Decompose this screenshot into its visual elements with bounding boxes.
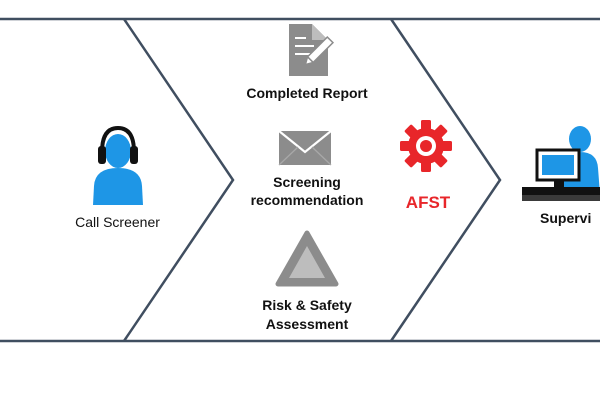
warning-triangle-icon — [275, 230, 339, 287]
risk-safety-line-1: Risk & Safety — [262, 297, 352, 313]
screening-recommendation-line-2: recommendation — [250, 192, 364, 208]
afst-label: AFST — [405, 193, 451, 212]
person-at-computer-icon — [522, 126, 600, 201]
chevron-divider-1 — [122, 18, 235, 342]
screening-recommendation-label: Screening recommendation — [222, 173, 392, 209]
chevron-divider-2 — [389, 18, 502, 342]
supervisor-label: Supervi — [540, 210, 592, 226]
gear-icon — [400, 120, 452, 172]
document-pen-icon — [289, 24, 335, 76]
screening-recommendation-line-1: Screening — [273, 174, 341, 190]
risk-safety-line-2: Assessment — [265, 316, 349, 332]
envelope-icon — [278, 130, 332, 166]
headset-person-icon — [93, 125, 143, 205]
completed-report-label: Completed Report — [246, 85, 368, 101]
risk-safety-assessment-label: Risk & Safety Assessment — [222, 296, 392, 334]
call-screener-label: Call Screener — [75, 214, 160, 230]
